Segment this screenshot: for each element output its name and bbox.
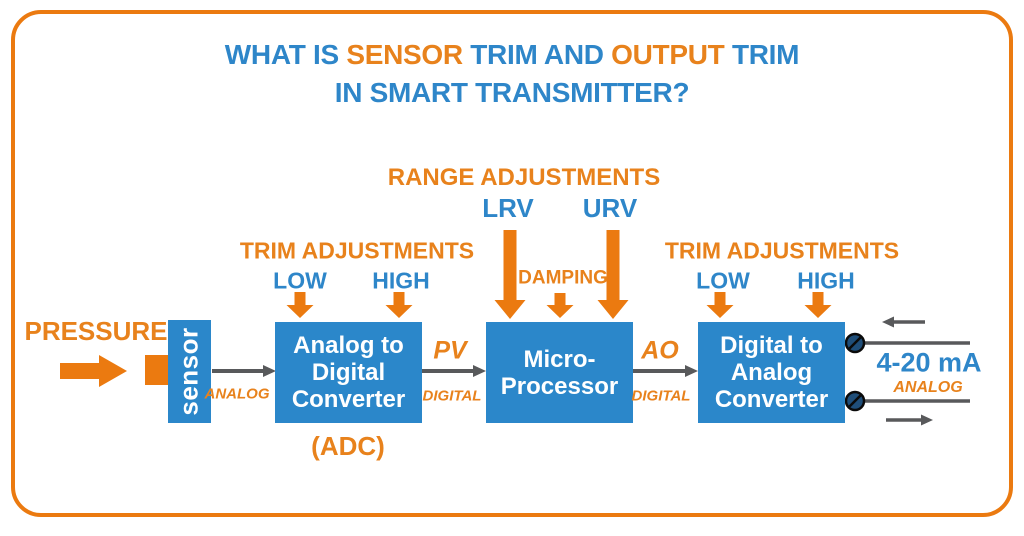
connector-adc-micro-arrowhead-icon [473, 365, 486, 377]
connector-sensor-adc-arrowhead-icon [263, 365, 276, 377]
block-microprocessor-label: Micro-Processor [500, 345, 619, 400]
sensor-coupling-square [145, 355, 168, 385]
block-sensor-label: sensor [174, 327, 205, 416]
trim-high-arrow-dac-icon [804, 292, 832, 318]
trim-low-arrow-dac-icon [706, 292, 734, 318]
terminal-screw-bottom-icon [844, 390, 866, 412]
lrv-arrow-icon [494, 230, 526, 319]
trim-left-high-label: HIGH [372, 267, 430, 294]
block-sensor: sensor [168, 320, 211, 423]
terminal-screw-top-icon [844, 332, 866, 354]
current-out-arrowhead-icon [921, 414, 933, 426]
pv-signal-label: PV [433, 336, 467, 365]
connector-micro-dac-arrowhead-icon [685, 365, 698, 377]
lrv-label: LRV [482, 193, 534, 223]
border-frame [11, 10, 1013, 517]
trim-adjustments-right-title: TRIM ADJUSTMENTS [664, 237, 900, 264]
block-adc: Analog to Digital Converter [275, 322, 422, 423]
pv-signal-type-label: DIGITAL [422, 387, 482, 405]
block-microprocessor: Micro-Processor [486, 322, 633, 423]
range-adjustments-title: RANGE ADJUSTMENTS [387, 164, 661, 191]
output-current-label: 4-20 mA [876, 347, 982, 378]
trim-low-arrow-adc-icon [286, 292, 314, 318]
block-dac: Digital to Analog Converter [698, 322, 845, 423]
signal-analog-label: ANALOG [204, 385, 270, 403]
trim-high-arrow-adc-icon [385, 292, 413, 318]
output-type-label: ANALOG [893, 379, 963, 396]
pressure-arrow-icon [60, 355, 127, 387]
trim-right-high-label: HIGH [797, 267, 855, 294]
ao-signal-type-label: DIGITAL [631, 387, 691, 405]
block-adc-label: Analog to Digital Converter [291, 332, 406, 413]
urv-label: URV [582, 193, 638, 223]
title-line-2: IN SMART TRANSMITTER? [334, 77, 690, 108]
pressure-label: PRESSURE [24, 316, 168, 346]
page-title: WHAT IS SENSOR TRIM AND OUTPUT TRIM IN S… [0, 36, 1024, 112]
trim-adjustments-left-title: TRIM ADJUSTMENTS [239, 237, 475, 264]
urv-arrow-icon [597, 230, 629, 319]
ao-signal-label: AO [641, 336, 679, 365]
damping-label: DAMPING [518, 267, 608, 289]
trim-left-low-label: LOW [273, 267, 327, 294]
title-line-1: WHAT IS SENSOR TRIM AND OUTPUT TRIM [224, 39, 800, 70]
block-dac-label: Digital to Analog Converter [714, 332, 829, 413]
adc-caption: (ADC) [311, 431, 385, 461]
trim-right-low-label: LOW [696, 267, 750, 294]
damping-arrow-icon [546, 293, 574, 318]
current-return-arrowhead-icon [882, 316, 894, 328]
